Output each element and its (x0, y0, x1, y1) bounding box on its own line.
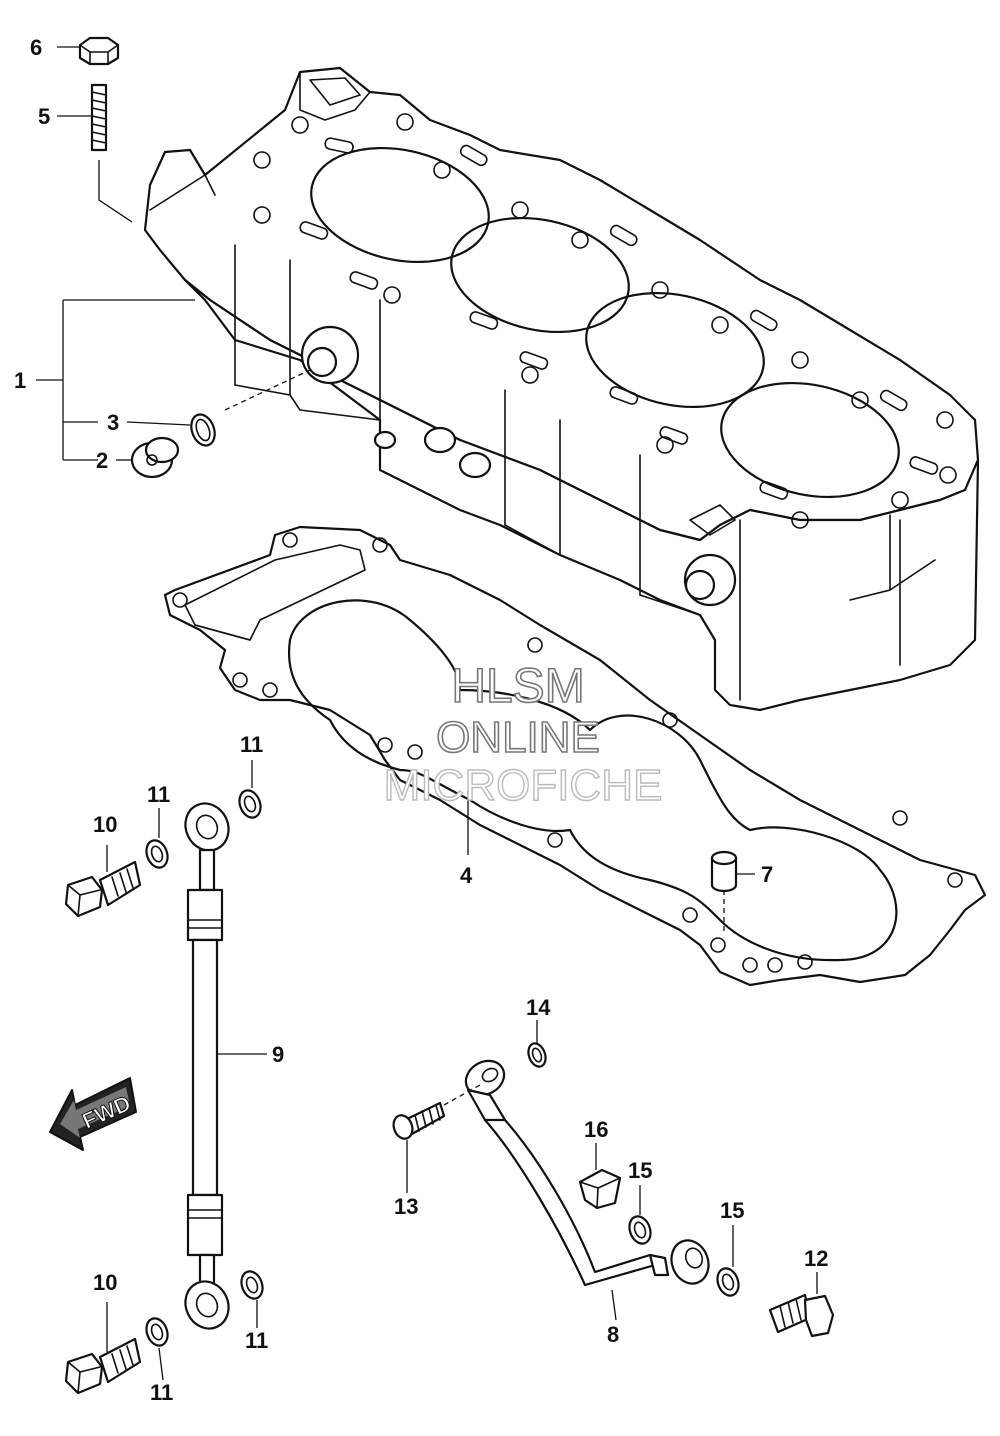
callout-2: 2 (96, 448, 108, 473)
cylinder-base-gasket (163, 525, 987, 987)
water-jacket-slots (299, 137, 939, 500)
watermark-line3: MICROFICHE (384, 761, 663, 810)
callout-4: 4 (460, 863, 473, 888)
fwd-direction-arrow: FWD (49, 1077, 137, 1151)
callout-16: 16 (584, 1117, 608, 1142)
callout-11-a: 11 (240, 732, 263, 757)
watermark: HLSM ONLINE MICROFICHE (383, 659, 663, 811)
part-2-plug (130, 436, 180, 479)
part-14-bolt (392, 1101, 446, 1140)
callout-11-b: 11 (147, 782, 170, 807)
part-3-o-ring (190, 413, 216, 447)
part-12-union-bolt (768, 1293, 835, 1338)
callout-15-a: 15 (628, 1158, 652, 1183)
cylinder-block (143, 66, 980, 712)
part-10-union-bolt-lower (64, 1337, 142, 1395)
part-16-clamp (578, 1168, 622, 1210)
callout-6: 6 (30, 35, 42, 60)
callout-11-d: 11 (150, 1380, 173, 1405)
side-bosses (300, 325, 737, 607)
part-13-o-ring (527, 1042, 547, 1068)
part-8-oil-pipe (464, 1059, 710, 1287)
part-11-washers (145, 789, 264, 1347)
callout-labels: 6 5 1 3 2 4 7 11 11 10 9 14 16 15 15 13 … (14, 35, 828, 1405)
callout-13: 14 (526, 995, 551, 1020)
callout-14: 13 (394, 1194, 418, 1219)
part-7-dowel-pin (710, 850, 738, 893)
part-5-stud-bolt (90, 83, 108, 152)
part-9-oil-hose (184, 802, 230, 1330)
callout-8: 8 (607, 1322, 619, 1347)
callout-9: 9 (272, 1042, 284, 1067)
callout-1: 1 (14, 368, 26, 393)
cylinder-bores (310, 146, 900, 499)
part-10-union-bolt-upper (64, 860, 142, 918)
watermark-line1: HLSM (451, 660, 584, 713)
callout-15-b: 15 (720, 1198, 744, 1223)
callout-10-b: 10 (93, 1270, 117, 1295)
watermark-line2: ONLINE (436, 713, 600, 762)
callout-5: 5 (38, 104, 50, 129)
part-6-nut (78, 36, 120, 66)
callout-7: 7 (761, 862, 773, 887)
gasket-holes (172, 532, 963, 973)
callout-10-a: 10 (93, 812, 117, 837)
callout-11-c: 11 (245, 1328, 268, 1353)
callout-12: 12 (804, 1246, 828, 1271)
callout-3: 3 (107, 410, 119, 435)
part-15-washers (628, 1215, 740, 1297)
leader-lines (36, 46, 818, 1381)
deck-bolt-holes (253, 113, 957, 529)
